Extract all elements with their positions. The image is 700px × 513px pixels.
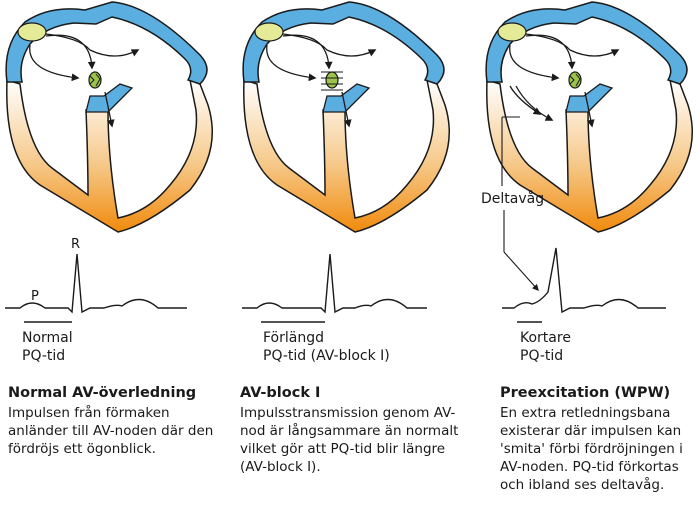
caption-av-block: AV-block I Impulsstransmission genom AV-… bbox=[240, 384, 465, 476]
pq-label-line2: PQ-tid (AV-block I) bbox=[263, 348, 390, 364]
conduction-arrow-lower-atrium bbox=[266, 44, 317, 82]
heart-normal bbox=[5, 1, 214, 233]
panel-preexcitation: Deltavåg Kortare PQ-tid bbox=[481, 1, 694, 364]
atrial-walls bbox=[242, 1, 445, 85]
caption-preexcitation: Preexcitation (WPW) En extra retlednings… bbox=[500, 384, 696, 494]
pq-label-line1: Förlängd bbox=[263, 330, 324, 346]
accessory-pathway bbox=[509, 85, 542, 115]
delta-leader-arrow bbox=[503, 251, 539, 291]
caption-description: En extra retledningsbana existerar där i… bbox=[500, 405, 683, 493]
pq-label-line2: PQ-tid bbox=[520, 348, 563, 364]
conduction-arrow-left-atrium bbox=[45, 33, 140, 57]
pq-label-line2: PQ-tid bbox=[22, 348, 65, 364]
accessory-pathway-second bbox=[515, 85, 554, 121]
panel-normal: P R Normal PQ-tid bbox=[5, 1, 214, 364]
ecg-av-block: Förlängd PQ-tid (AV-block I) bbox=[242, 253, 427, 364]
conduction-arrow-left-bundle bbox=[341, 91, 352, 128]
septum bbox=[85, 83, 134, 113]
atrial-walls bbox=[5, 1, 208, 85]
heart-preexcitation bbox=[485, 1, 694, 233]
caption-description: Impulsen från förmaken anländer till AV-… bbox=[8, 405, 214, 457]
av-node-zigzag bbox=[569, 73, 581, 87]
conduction-arrow-lower-atrium bbox=[509, 44, 560, 82]
pq-label-line1: Kortare bbox=[520, 330, 571, 346]
caption-title: AV-block I bbox=[240, 385, 321, 401]
ecg-normal: P R Normal PQ-tid bbox=[5, 237, 187, 364]
septum bbox=[565, 83, 614, 113]
conduction-arrow-atrial bbox=[282, 34, 333, 70]
caption-title: Normal AV-överledning bbox=[8, 385, 197, 401]
ventricle-walls bbox=[6, 78, 214, 233]
ventricle-walls bbox=[486, 78, 694, 233]
av-node-zigzag bbox=[89, 73, 101, 87]
r-wave-label: R bbox=[71, 237, 80, 252]
delta-wave-callout: Deltavåg bbox=[481, 116, 544, 291]
conduction-arrow-left-atrium bbox=[525, 33, 620, 57]
conduction-arrow-left-atrium bbox=[282, 33, 377, 57]
p-wave-label: P bbox=[31, 289, 39, 304]
atrial-walls bbox=[485, 1, 688, 85]
septum bbox=[322, 83, 371, 113]
ecg-trace bbox=[242, 253, 427, 314]
heart-av-block bbox=[242, 1, 451, 233]
caption-title: Preexcitation (WPW) bbox=[500, 385, 671, 401]
sa-node-icon bbox=[17, 22, 47, 42]
ecg-trace bbox=[5, 253, 187, 314]
conduction-arrow-atrial bbox=[45, 34, 96, 70]
conduction-arrow-lower-atrium bbox=[29, 44, 80, 82]
ventricle-walls bbox=[243, 78, 451, 233]
panel-av-block: Förlängd PQ-tid (AV-block I) bbox=[242, 1, 451, 364]
av-node-icon bbox=[325, 71, 339, 89]
ecg-trace bbox=[502, 247, 666, 314]
caption-normal: Normal AV-överledning Impulsen från förm… bbox=[8, 384, 228, 458]
av-block-hatch bbox=[321, 71, 343, 91]
pq-label-line1: Normal bbox=[22, 330, 73, 346]
sa-node-icon bbox=[497, 22, 527, 42]
caption-description: Impulsstransmission genom AV-nod är lång… bbox=[240, 405, 459, 475]
delta-wave-label: Deltavåg bbox=[481, 190, 544, 207]
conduction-arrow-left-bundle bbox=[104, 91, 115, 128]
conduction-arrow-left-bundle bbox=[584, 91, 595, 128]
ecg-preexcitation: Kortare PQ-tid bbox=[502, 247, 666, 364]
sa-node-icon bbox=[254, 22, 284, 42]
conduction-arrow-atrial bbox=[525, 34, 576, 70]
